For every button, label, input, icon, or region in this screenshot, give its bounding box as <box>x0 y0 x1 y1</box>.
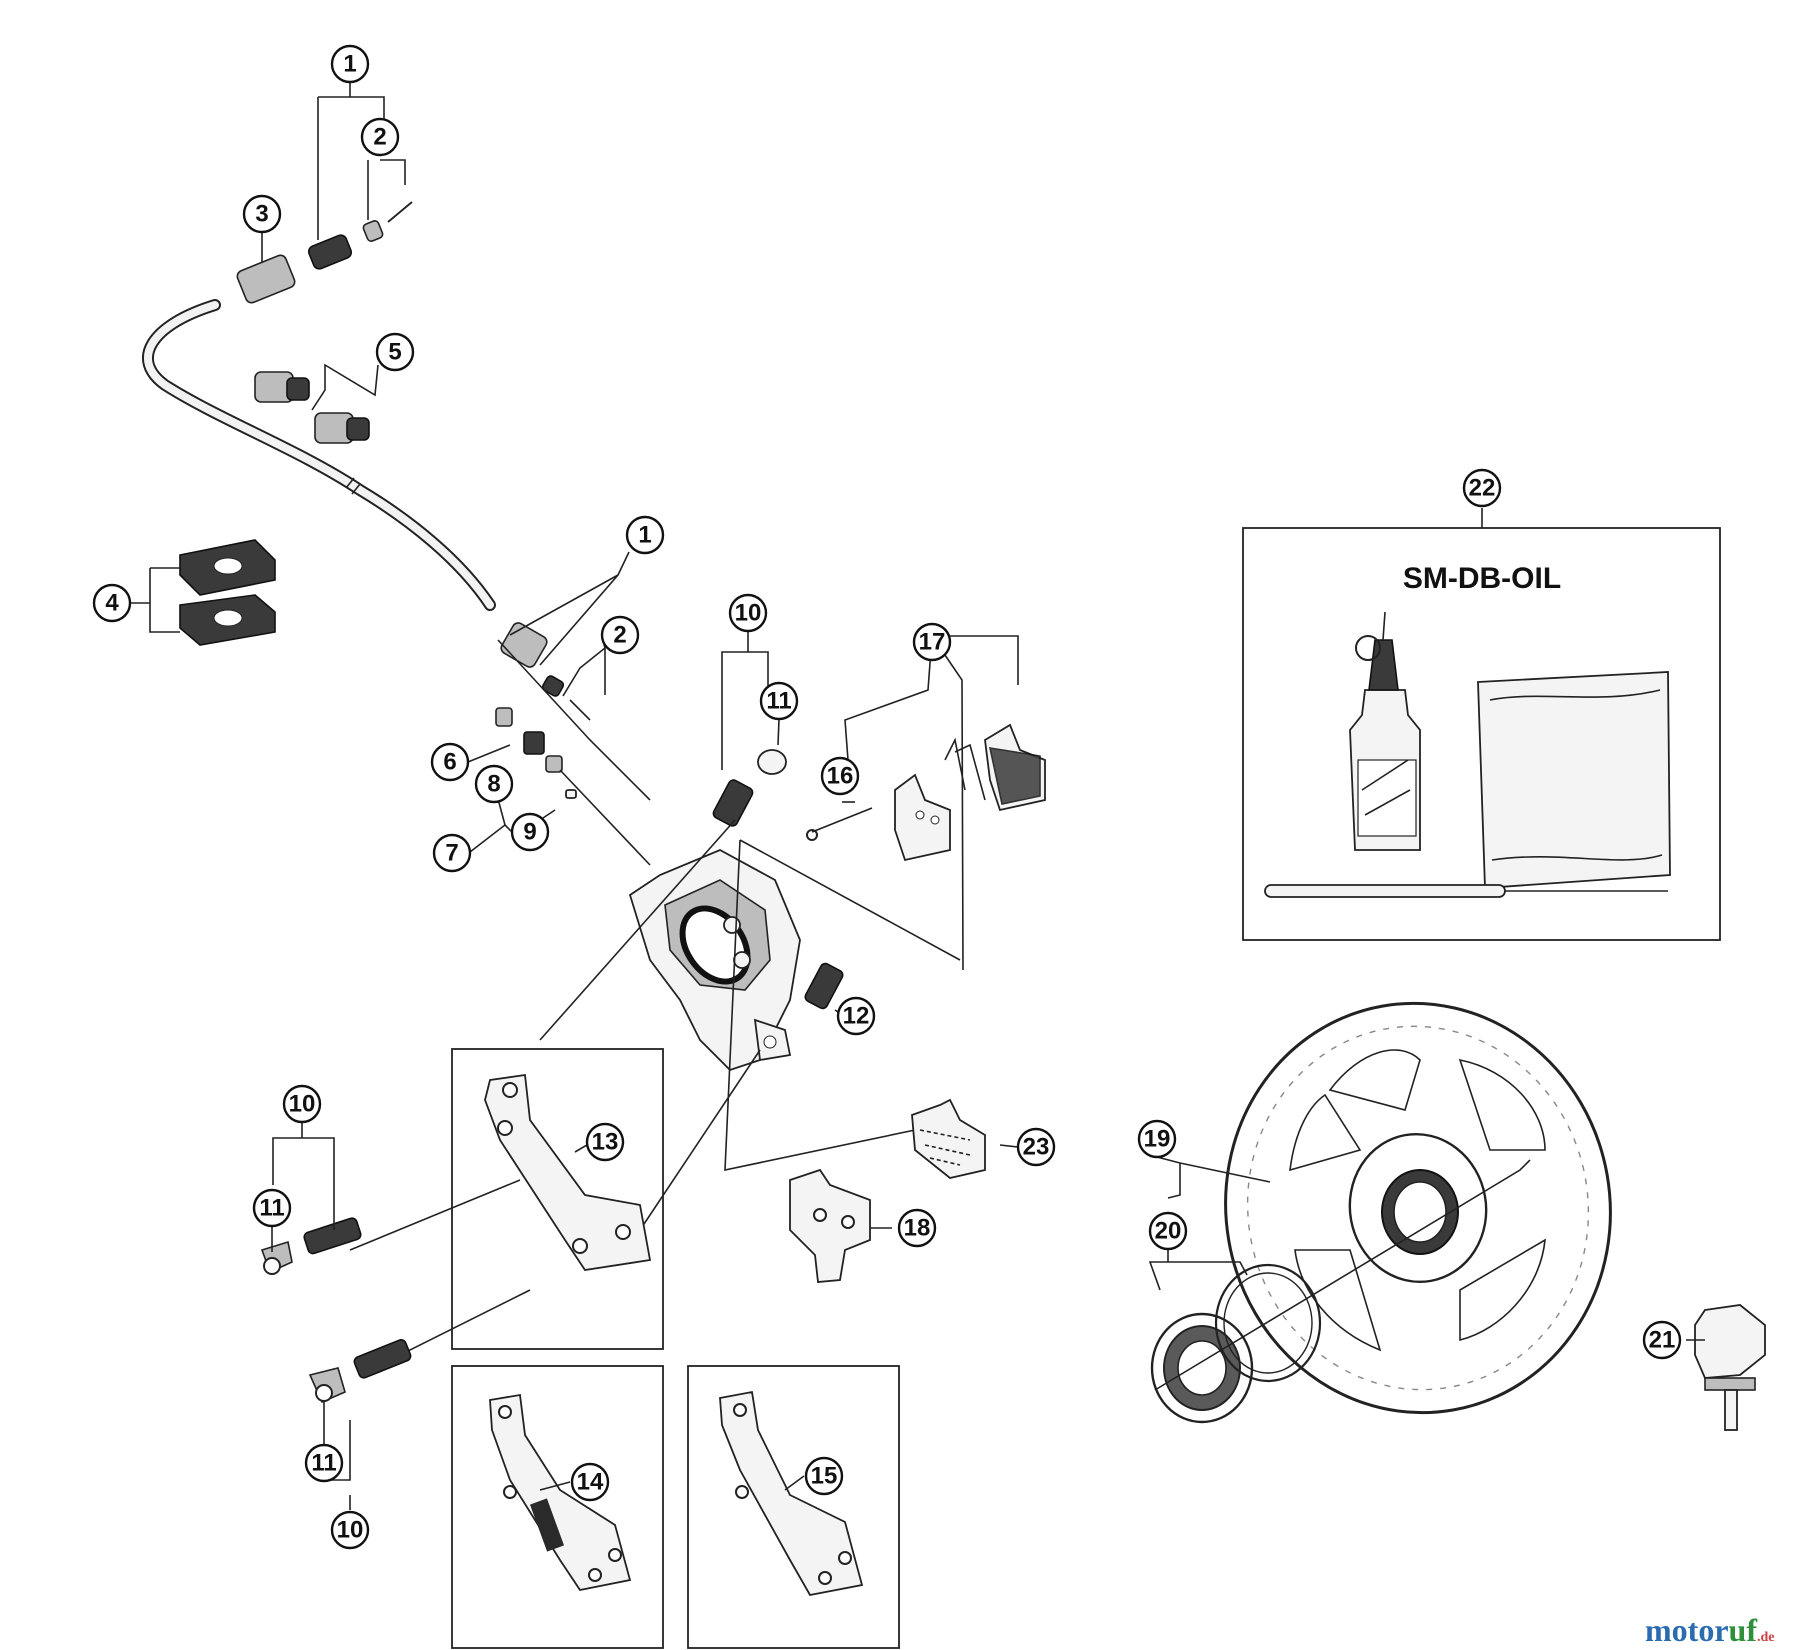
callout-label: 2 <box>373 124 386 151</box>
watermark-part3: .de <box>1756 1630 1775 1645</box>
hose-clips <box>254 371 370 444</box>
callout-15: 15 <box>804 1456 844 1496</box>
callout-11-top: 11 <box>759 681 799 721</box>
callout-label: 13 <box>592 1129 619 1156</box>
callout-label: 1 <box>343 51 356 78</box>
callout-8: 8 <box>474 764 514 804</box>
oil-pouch <box>1477 671 1671 889</box>
callout-label: 22 <box>1469 475 1496 502</box>
adapter-bolts-lower <box>308 1339 412 1404</box>
callout-20: 20 <box>1148 1211 1188 1251</box>
callout-18: 18 <box>897 1208 937 1248</box>
rotor-axis-line <box>1154 1159 1531 1391</box>
brake-caliper <box>628 849 801 1072</box>
callout-23: 23 <box>1016 1127 1056 1167</box>
watermark-logo: motoruf.de <box>1645 1612 1774 1649</box>
lockring-tool <box>1694 1304 1766 1431</box>
callout-label: 23 <box>1023 1134 1050 1161</box>
metal-pad-23 <box>911 1098 986 1179</box>
callout-11-mid: 11 <box>252 1188 292 1228</box>
callout-label: 20 <box>1155 1218 1182 1245</box>
callout-12: 12 <box>836 996 876 1036</box>
callout-2-top: 2 <box>360 117 400 157</box>
watermark-part2: uf <box>1728 1612 1757 1648</box>
callout-10-bottom: 10 <box>330 1510 370 1550</box>
callout-label: 8 <box>487 771 500 798</box>
adapter-bolts-upper <box>260 1217 362 1275</box>
callout-10-mid: 10 <box>282 1084 322 1124</box>
caliper-mounting-bolts <box>712 749 844 1010</box>
callout-label: 15 <box>811 1463 838 1490</box>
mount-adapter-15 <box>719 1390 864 1597</box>
callout-3: 3 <box>242 194 282 234</box>
callout-label: 14 <box>577 1469 604 1496</box>
callout-4: 4 <box>92 583 132 623</box>
center-lock-ring <box>1150 1312 1254 1424</box>
adapter-frame-13 <box>451 1048 664 1350</box>
callout-label: 21 <box>1649 1327 1676 1354</box>
callout-17: 17 <box>912 622 952 662</box>
callout-6: 6 <box>430 742 470 782</box>
callout-label: 9 <box>523 819 536 846</box>
callout-5: 5 <box>375 332 415 372</box>
bleed-screw-parts <box>495 707 577 799</box>
callout-label: 16 <box>827 763 854 790</box>
callout-19: 19 <box>1137 1119 1177 1159</box>
hose-clamp-blocks <box>179 539 276 646</box>
resin-pad-18 <box>789 1168 871 1283</box>
callout-label: 11 <box>766 688 791 715</box>
callout-label: 18 <box>904 1215 931 1242</box>
callout-label: 1 <box>638 522 651 549</box>
callout-label: 17 <box>919 629 946 656</box>
brake-hose <box>142 299 496 611</box>
adapter-frame-15 <box>687 1365 900 1649</box>
callout-10-top: 10 <box>728 593 768 633</box>
assembly-lines <box>349 639 961 1376</box>
callout-label: 10 <box>735 600 762 627</box>
callout-11-bottom: 11 <box>304 1443 344 1483</box>
callout-label: 7 <box>445 840 458 867</box>
watermark-part1: motor <box>1645 1612 1729 1648</box>
funnel-tube <box>1264 884 1668 898</box>
callout-label: 2 <box>613 622 626 649</box>
callout-label: 11 <box>311 1450 336 1477</box>
mount-adapter-13 <box>484 1073 652 1271</box>
callout-label: 3 <box>255 201 268 228</box>
disc-rotor <box>1224 1001 1612 1415</box>
callout-1-mid: 1 <box>625 515 665 555</box>
callout-13: 13 <box>585 1122 625 1162</box>
callout-label: 19 <box>1144 1126 1171 1153</box>
callout-label: 6 <box>443 749 456 776</box>
callout-21: 21 <box>1642 1320 1682 1360</box>
oil-kit-title: SM-DB-OIL <box>1403 562 1561 595</box>
callout-7: 7 <box>432 833 472 873</box>
adapter-frame-14 <box>451 1365 664 1649</box>
callout-label: 11 <box>259 1195 284 1222</box>
callout-label: 12 <box>843 1003 870 1030</box>
mount-adapter-14 <box>489 1393 632 1592</box>
hose-fittings-top <box>236 201 413 304</box>
callout-label: 10 <box>289 1091 316 1118</box>
callout-22: 22 <box>1462 468 1502 508</box>
callout-label: 10 <box>337 1517 364 1544</box>
hose-fittings-mid <box>500 622 591 721</box>
callout-14: 14 <box>570 1462 610 1502</box>
callout-label: 5 <box>388 339 401 366</box>
mineral-oil-bottle <box>1349 611 1421 851</box>
callout-9: 9 <box>510 812 550 852</box>
brake-pads <box>806 723 1046 862</box>
rotor-spacer <box>1214 1263 1322 1383</box>
callout-2-mid: 2 <box>600 615 640 655</box>
callout-16: 16 <box>820 756 860 796</box>
callout-1-top: 1 <box>330 44 370 84</box>
callout-label: 4 <box>105 590 119 617</box>
